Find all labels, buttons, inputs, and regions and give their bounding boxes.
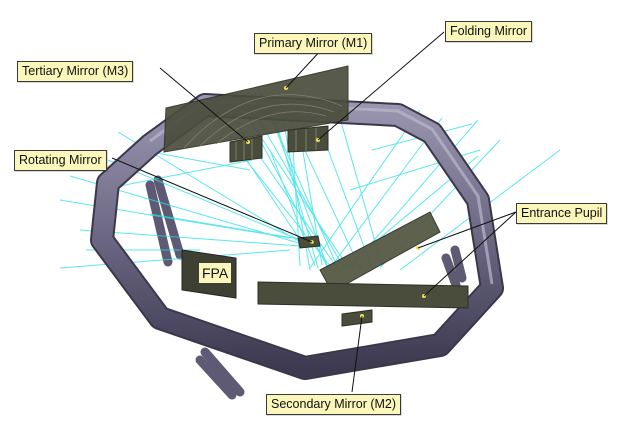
folding-mirror — [287, 125, 329, 153]
entrance-pupil-plate — [257, 281, 469, 309]
strut-bottom-b — [195, 355, 237, 400]
support-ring-tube — [92, 95, 502, 378]
label-primary-mirror: Primary Mirror (M1) — [254, 33, 373, 54]
label-secondary-mirror: Secondary Mirror (M2) — [266, 394, 402, 415]
label-entrance-pupil: Entrance Pupil — [516, 203, 608, 224]
strut-bottom-a — [200, 347, 245, 397]
label-tertiary-mirror: Tertiary Mirror (M3) — [17, 61, 134, 82]
label-folding-mirror: Folding Mirror — [445, 21, 533, 42]
secondary-mirror-m2 — [341, 309, 373, 327]
rotating-mirror — [297, 235, 321, 249]
label-fpa: FPA — [199, 263, 232, 283]
primary-mirror-m1 — [163, 65, 349, 153]
leader-lines — [111, 31, 517, 393]
label-rotating-mirror: Rotating Mirror — [14, 150, 107, 171]
strut-left-upper — [145, 180, 173, 267]
tertiary-mirror-m3 — [229, 135, 263, 163]
